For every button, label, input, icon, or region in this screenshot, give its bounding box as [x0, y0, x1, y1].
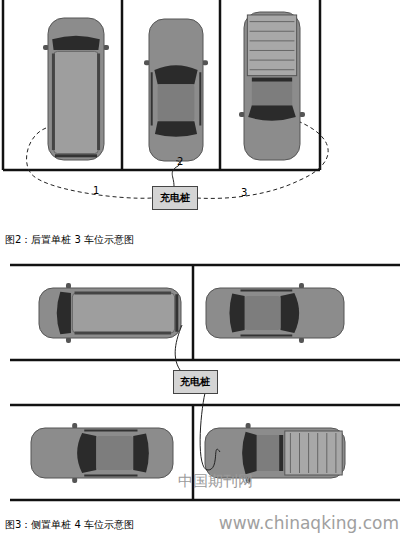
parking-line — [10, 359, 400, 362]
watermark: 中国期刊网 — [178, 472, 253, 491]
charging-cable — [200, 393, 220, 470]
van-car — [39, 283, 181, 343]
charging-cable — [197, 122, 328, 198]
parking-line — [219, 0, 222, 170]
van-car — [43, 18, 109, 160]
charging-cable — [27, 128, 152, 198]
parking-lines — [3, 0, 400, 500]
callout-number: 3 — [241, 187, 247, 198]
sedan-car — [206, 283, 344, 343]
sedan-car — [144, 19, 208, 161]
parking-line — [2, 0, 5, 170]
parking-line — [10, 404, 400, 407]
parking-line — [319, 0, 322, 170]
charging-cable — [175, 325, 182, 370]
parking-line — [3, 169, 320, 172]
parking-line — [121, 0, 124, 170]
figure-caption: 图2：后置单桩 3 车位示意图 — [5, 233, 134, 247]
charging-pile-box: 充电桩 — [173, 370, 218, 394]
node-text: 充电桩 — [160, 191, 190, 205]
figure-caption: 图3：侧置单桩 4 车位示意图 — [5, 518, 134, 532]
parking-line — [10, 264, 400, 267]
callout-number: 1 — [93, 185, 99, 196]
sedan-car — [31, 423, 173, 483]
pickup-car — [239, 12, 305, 160]
charging-pile-box: 充电桩 — [152, 186, 198, 210]
node-text: 充电桩 — [180, 375, 210, 389]
parking-line — [192, 265, 195, 360]
parking-line — [10, 499, 400, 502]
charging-cables — [27, 122, 329, 470]
watermark: www.chinaqking.com — [219, 513, 399, 533]
callout-number: 2 — [177, 156, 183, 167]
